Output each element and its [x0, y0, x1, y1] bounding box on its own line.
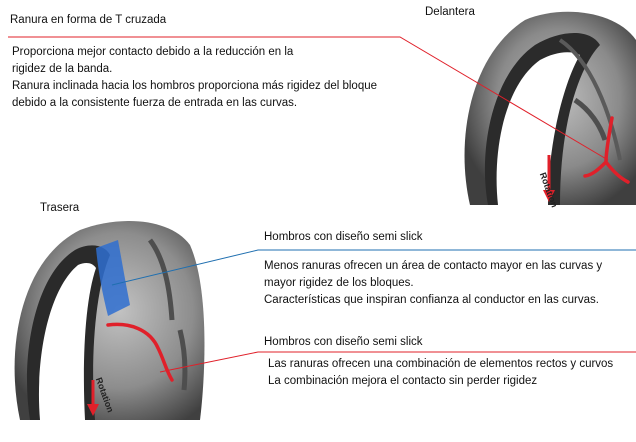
shoulder-1-description: Menos ranuras ofrecen un área de contact…	[264, 258, 602, 309]
rear-shoulder-highlight	[96, 240, 130, 316]
shoulder-1-title: Hombros con diseño semi slick	[264, 231, 423, 243]
front-tire-label: Delantera	[425, 6, 475, 18]
groove-line: Ranura inclinada hacia los hombros propo…	[12, 80, 378, 92]
shoulder-1-line: Características que inspiran confianza a…	[264, 294, 599, 306]
groove-description: Proporciona mejor contacto debido a la r…	[12, 44, 377, 112]
shoulder-2-line: La combinación mejora el contacto sin pe…	[268, 375, 538, 387]
rear-tire-label: Trasera	[40, 202, 80, 214]
shoulder-1-leader-line	[111, 249, 636, 286]
shoulder-1-line: Menos ranuras ofrecen un área de contact…	[264, 260, 603, 272]
groove-title: Ranura en forma de T cruzada	[10, 14, 167, 26]
rear-groove-highlight	[106, 322, 174, 382]
groove-line: rigidez de la banda.	[12, 63, 113, 75]
shoulder-2-leader-line	[159, 351, 636, 373]
shoulder-2-title: Hombros con diseño semi slick	[264, 336, 423, 348]
front-tire-image	[464, 11, 636, 206]
groove-line: Proporciona mejor contacto debido a la r…	[12, 46, 294, 58]
shoulder-2-line: Las ranuras ofrecen una combinación de e…	[268, 358, 614, 370]
groove-leader-line	[8, 36, 609, 161]
shoulder-2-description: Las ranuras ofrecen una combinación de e…	[268, 356, 613, 390]
rear-tire-image	[14, 221, 205, 420]
shoulder-1-line: mayor rigidez de los bloques.	[264, 277, 414, 289]
groove-line: debido a la consistente fuerza de entrad…	[12, 97, 298, 109]
front-groove-highlight	[583, 116, 630, 184]
